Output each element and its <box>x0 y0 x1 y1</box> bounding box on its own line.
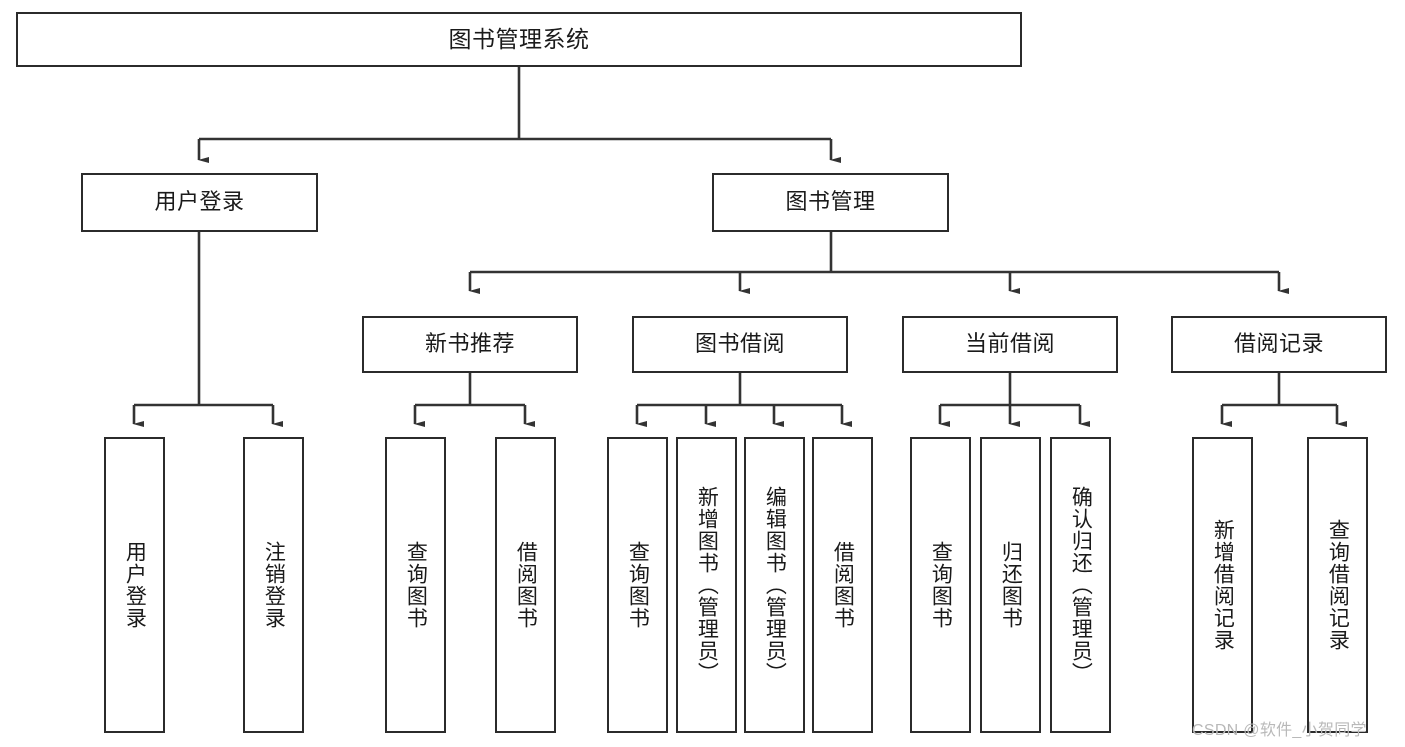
node-book-borrow-label: 图书借阅 <box>694 331 785 357</box>
node-leaf-user-login[interactable]: 用户登录 <box>104 437 165 733</box>
node-leaf-edit-book-label: 编辑图书（管理员） <box>763 486 787 684</box>
node-leaf-confirm-return[interactable]: 确认归还（管理员） <box>1050 437 1111 733</box>
node-leaf-add-book[interactable]: 新增图书（管理员） <box>676 437 737 733</box>
node-leaf-borrow-book-1-label: 借阅图书 <box>514 541 538 629</box>
node-leaf-return-book-label: 归还图书 <box>999 541 1023 629</box>
node-root[interactable]: 图书管理系统 <box>16 12 1022 67</box>
node-leaf-query-record[interactable]: 查询借阅记录 <box>1307 437 1368 733</box>
node-leaf-add-record-label: 新增借阅记录 <box>1211 519 1235 651</box>
node-leaf-query-record-label: 查询借阅记录 <box>1326 519 1350 651</box>
node-leaf-borrow-book-2-label: 借阅图书 <box>831 541 855 629</box>
node-book-management-label: 图书管理 <box>785 189 876 215</box>
node-leaf-add-book-label: 新增图书（管理员） <box>695 486 719 684</box>
node-leaf-query-book-1[interactable]: 查询图书 <box>385 437 446 733</box>
node-user-login-label: 用户登录 <box>154 189 245 215</box>
node-user-login[interactable]: 用户登录 <box>81 173 318 232</box>
node-borrow-record-label: 借阅记录 <box>1233 331 1324 357</box>
node-new-book-recommend[interactable]: 新书推荐 <box>362 316 578 373</box>
node-leaf-edit-book[interactable]: 编辑图书（管理员） <box>744 437 805 733</box>
node-root-label: 图书管理系统 <box>448 25 590 52</box>
node-borrow-record[interactable]: 借阅记录 <box>1171 316 1387 373</box>
node-leaf-add-record[interactable]: 新增借阅记录 <box>1192 437 1253 733</box>
node-leaf-query-book-2-label: 查询图书 <box>626 541 650 629</box>
node-leaf-borrow-book-2[interactable]: 借阅图书 <box>812 437 873 733</box>
node-current-borrow-label: 当前借阅 <box>964 331 1055 357</box>
node-current-borrow[interactable]: 当前借阅 <box>902 316 1118 373</box>
node-leaf-logout[interactable]: 注销登录 <box>243 437 304 733</box>
node-leaf-user-login-label: 用户登录 <box>123 541 147 629</box>
node-leaf-return-book[interactable]: 归还图书 <box>980 437 1041 733</box>
node-leaf-confirm-return-label: 确认归还（管理员） <box>1069 486 1093 684</box>
node-book-borrow[interactable]: 图书借阅 <box>632 316 848 373</box>
node-book-management[interactable]: 图书管理 <box>712 173 949 232</box>
node-leaf-borrow-book-1[interactable]: 借阅图书 <box>495 437 556 733</box>
node-leaf-query-book-3-label: 查询图书 <box>929 541 953 629</box>
node-leaf-query-book-3[interactable]: 查询图书 <box>910 437 971 733</box>
node-new-book-recommend-label: 新书推荐 <box>424 331 515 357</box>
node-leaf-query-book-1-label: 查询图书 <box>404 541 428 629</box>
node-leaf-query-book-2[interactable]: 查询图书 <box>607 437 668 733</box>
node-leaf-logout-label: 注销登录 <box>262 541 286 629</box>
